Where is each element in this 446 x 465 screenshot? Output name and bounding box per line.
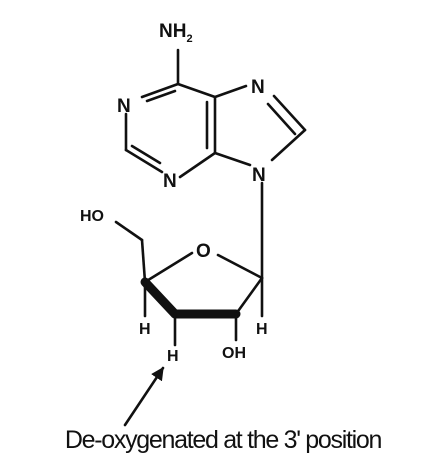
nitrogen-n3: N — [163, 171, 177, 192]
sugar-ring — [114, 220, 264, 347]
caption-text: De-oxygenated at the 3' position — [64, 426, 383, 454]
annotation-arrow — [123, 366, 165, 427]
hydroxyl-5-label: HO — [80, 208, 104, 225]
imidazole-ring — [213, 84, 307, 280]
amine-subscript: 2 — [186, 33, 192, 45]
hydrogen-c3: H — [167, 348, 179, 365]
hydroxyl-2-label: OH — [222, 345, 246, 362]
amine-label: NH2 — [159, 21, 193, 45]
nitrogen-n9: N — [252, 165, 266, 186]
nitrogen-n1: N — [117, 96, 131, 117]
hydrogen-c4: H — [139, 321, 151, 338]
amine-nitrogen: NH — [159, 21, 186, 42]
ring-oxygen: O — [196, 241, 211, 262]
pyrimidine-ring — [124, 48, 217, 179]
hydrogen-c1: H — [256, 321, 268, 338]
nitrogen-n7: N — [251, 77, 265, 98]
